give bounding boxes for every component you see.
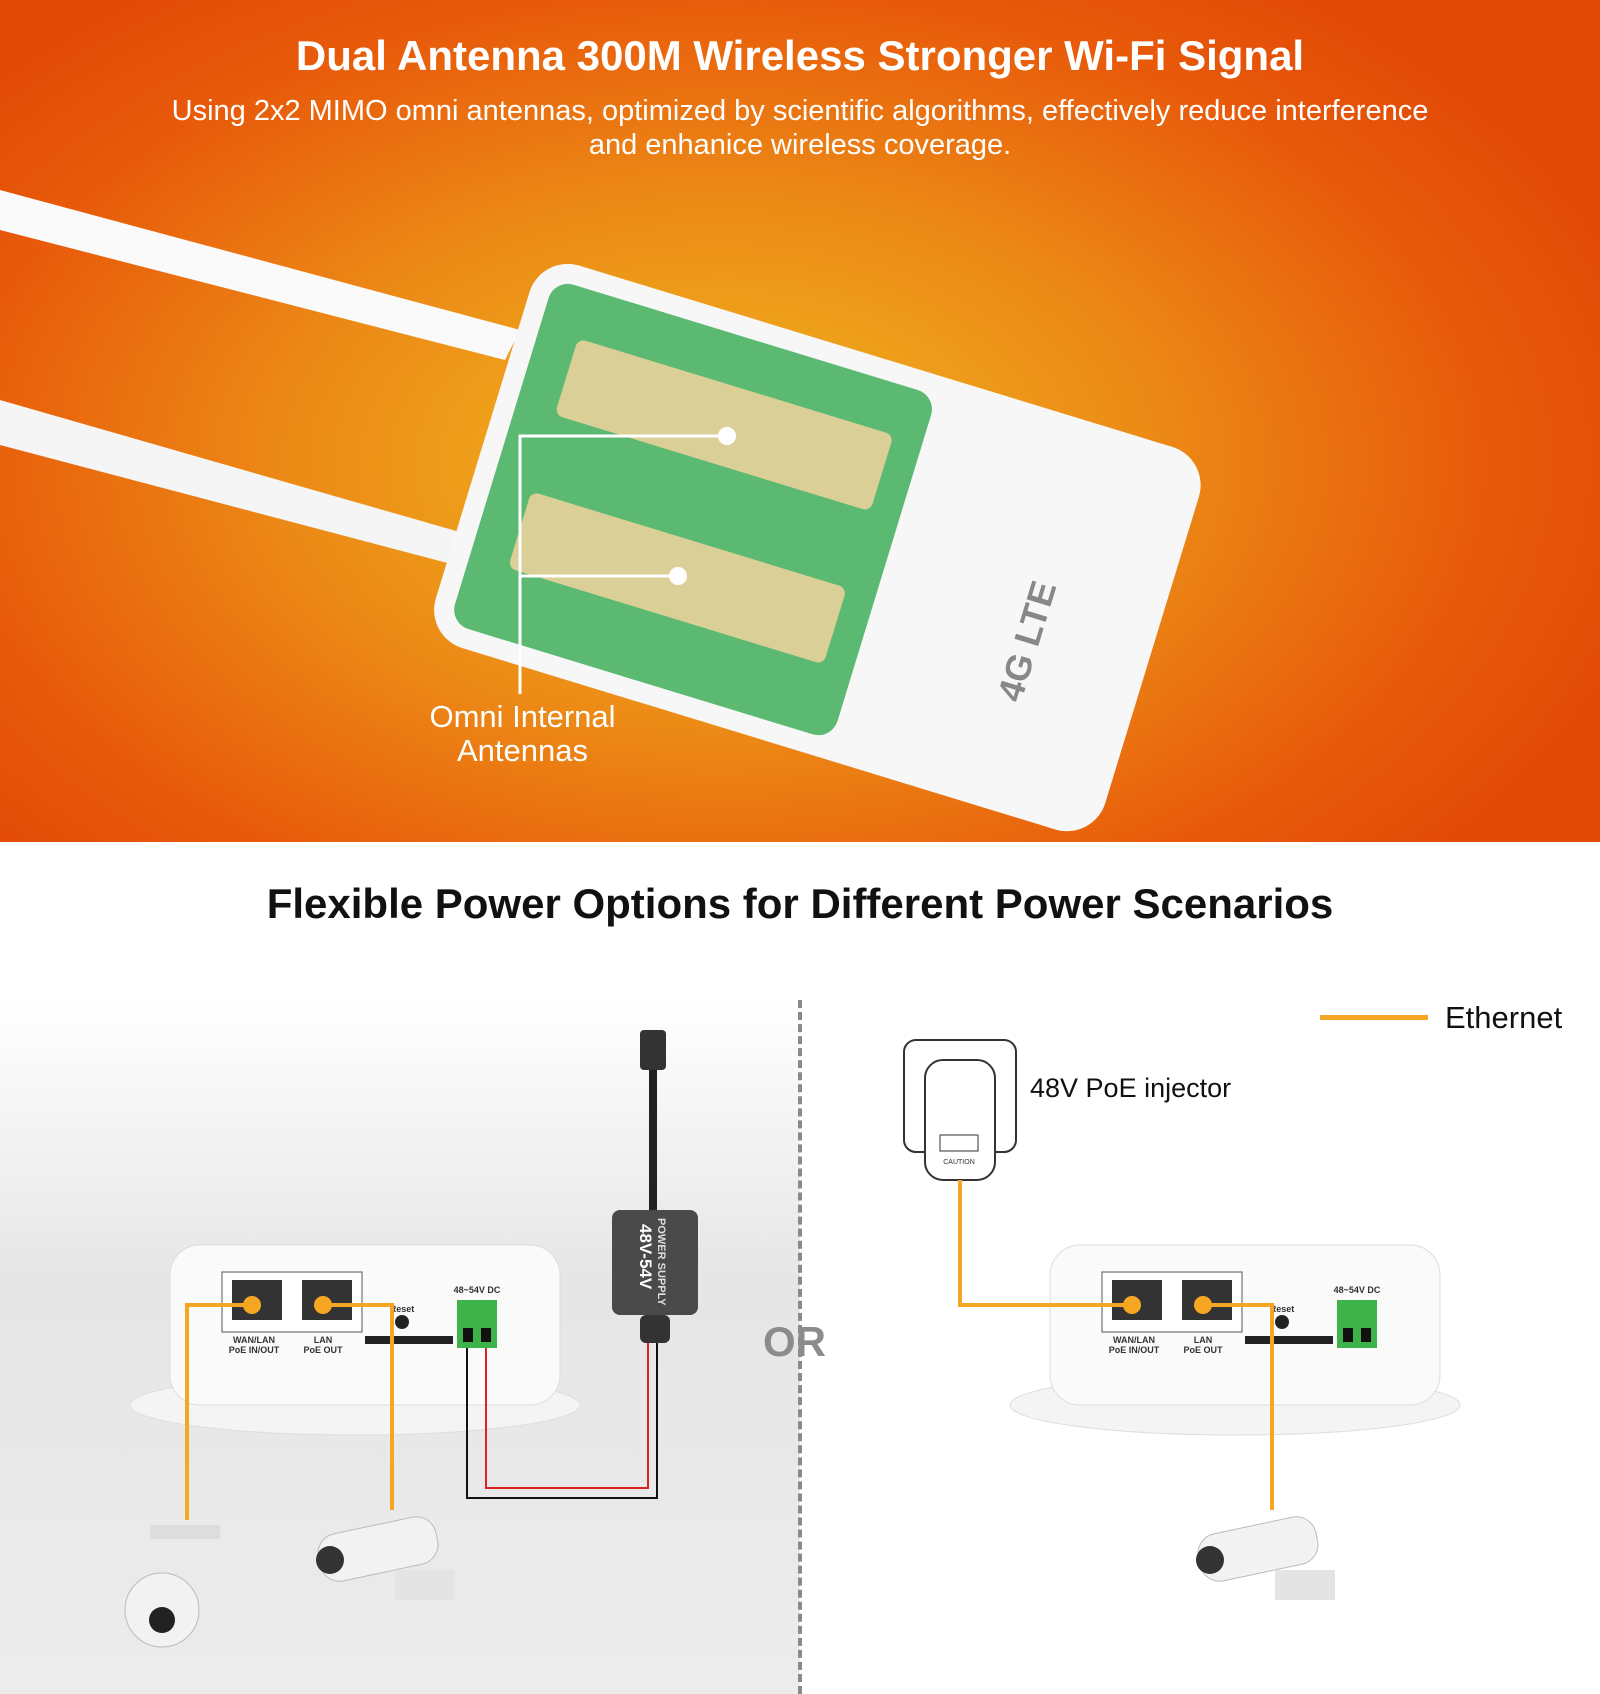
router-rear-left: WAN/LAN PoE IN/OUT LAN PoE OUT Reset 48~… [129,1244,581,1436]
subtitle-line: and enhanice wireless coverage. [588,129,1012,161]
banner-subtitle: Using 2x2 MIMO omni antennas, optimized … [0,94,1600,162]
svg-text:Reset: Reset [1270,1304,1295,1314]
dc-wire-red [485,1343,649,1489]
bullet-camera [316,1516,455,1600]
callout-dot [669,567,687,585]
omni-antenna-callout: Omni Internal Antennas [400,700,645,768]
bullet-camera [1196,1516,1335,1600]
svg-text:Reset: Reset [390,1304,415,1314]
ethernet-cable [323,1303,394,1510]
svg-text:48~54V DC: 48~54V DC [454,1285,501,1295]
ethernet-legend-swatch [1320,1015,1428,1020]
external-antennas [0,190,520,565]
callout-line [518,434,727,694]
ethernet-cable [958,1180,1132,1307]
ethernet-legend-label: Ethernet [1445,1000,1563,1035]
svg-text:POWER SUPPLY: POWER SUPPLY [655,1218,667,1306]
svg-text:PoE OUT: PoE OUT [303,1345,343,1355]
power-supply: POWER SUPPLY 48V-54V [612,1030,698,1343]
svg-text:48~54V DC: 48~54V DC [1334,1285,1381,1295]
router-illustration: 4G LTE [0,190,1201,832]
svg-text:LAN: LAN [1194,1335,1213,1345]
dashed-divider [798,1000,802,1694]
router-body: 4G LTE [434,263,1201,832]
poe-injector-icon: CAUTION [903,1039,1017,1181]
ptz-camera [124,1525,220,1648]
ethernet-cable [1203,1303,1274,1510]
router-rear-right: WAN/LAN PoE IN/OUT LAN PoE OUT Reset 48~… [1009,1244,1461,1436]
svg-text:PoE IN/OUT: PoE IN/OUT [229,1345,280,1355]
callout-dot [718,427,736,445]
banner-title: Dual Antenna 300M Wireless Stronger Wi-F… [295,32,1305,79]
callout-text: Omni Internal [429,699,616,734]
subtitle-line: Using 2x2 MIMO omni antennas, optimized … [171,95,1429,127]
svg-text:PoE IN/OUT: PoE IN/OUT [1109,1345,1160,1355]
svg-text:CAUTION: CAUTION [943,1159,975,1166]
power-title: Flexible Power Options for Different Pow… [266,880,1334,927]
poe-injector-label: 48V PoE injector [1030,1073,1232,1103]
dc-wire-black [466,1343,658,1499]
svg-text:WAN/LAN: WAN/LAN [1113,1335,1155,1345]
svg-text:48V-54V: 48V-54V [636,1224,655,1290]
antenna-banner: 4G LTE Dual Antenna 300M Wireless Strong… [0,0,1600,842]
or-separator: OR [763,1318,826,1365]
svg-text:PoE OUT: PoE OUT [1183,1345,1223,1355]
svg-text:WAN/LAN: WAN/LAN [233,1335,275,1345]
ethernet-cable [185,1303,252,1520]
callout-text: Antennas [457,733,588,768]
svg-text:LAN: LAN [314,1335,333,1345]
